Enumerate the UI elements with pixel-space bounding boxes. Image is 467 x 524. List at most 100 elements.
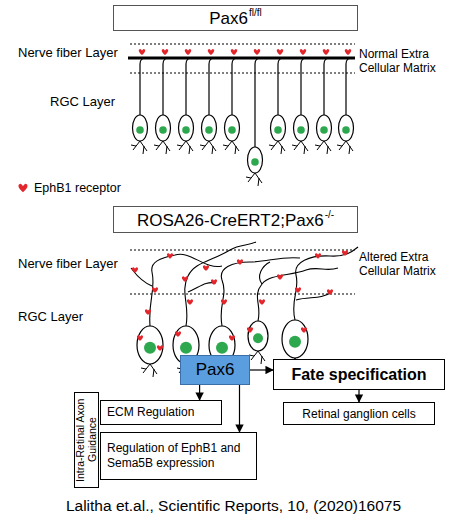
ephb1-receptor <box>139 49 145 55</box>
ephb1-receptor <box>345 49 351 55</box>
genotype-box: Pax6fl/fl <box>113 5 358 31</box>
ephb1-receptor <box>247 327 253 333</box>
dendrite <box>292 141 308 154</box>
rgc-nucleus <box>182 126 190 134</box>
rgc-axon <box>232 58 238 115</box>
ephb1-receptor <box>327 289 333 295</box>
dendrite <box>337 141 353 154</box>
node-text: Pax6 <box>196 360 235 380</box>
citation-caption: Lalitha et.al., Scientific Reports, 10, … <box>0 497 467 515</box>
layer-label: RGC Layer <box>18 309 108 325</box>
layer-boundary <box>130 293 355 294</box>
layer-label: Nerve fiber Layer <box>18 45 130 61</box>
ephb1-receptor <box>277 49 283 55</box>
layer-label: Altered Extra Cellular Matrix <box>359 250 465 279</box>
rgc-axon <box>294 247 358 320</box>
ephb1-receptor <box>295 287 301 293</box>
rgc-axon <box>255 58 261 147</box>
legend-swatch <box>18 184 27 192</box>
arrow-connector <box>199 385 200 400</box>
rgc-nucleus <box>297 126 305 134</box>
ephb1-receptor <box>315 253 321 259</box>
function-box: ECM Regulation <box>100 400 222 425</box>
ephb1-receptor <box>323 49 329 55</box>
genotype-box: ROSA26-CreERT2;Pax6-/- <box>113 206 358 233</box>
rgc-cell-body <box>271 115 286 141</box>
dendrite <box>315 141 331 154</box>
process-box: Fate specification <box>273 359 445 390</box>
rgc-cell-body <box>179 115 194 141</box>
layer-boundary <box>130 249 355 250</box>
node-text: Intra-Retinal Axon Guidance <box>74 393 98 487</box>
dendrite <box>200 141 216 154</box>
ephb1-receptor <box>277 274 283 280</box>
ephb1-receptor <box>157 345 163 351</box>
rgc-axon <box>324 58 330 115</box>
dendrite <box>269 141 285 154</box>
ephb1-receptor <box>132 267 138 273</box>
ephb1-receptor <box>300 49 306 55</box>
layer-label: Nerve fiber Layer <box>18 256 130 272</box>
rgc-cell-body <box>137 326 163 364</box>
rgc-nucleus <box>289 336 301 348</box>
rgc-nucleus <box>228 126 236 134</box>
rgc-axon <box>188 283 216 292</box>
rgc-nucleus <box>216 342 228 354</box>
ephb1-receptor <box>137 335 143 341</box>
legend-swatch-frame <box>16 182 30 194</box>
rgc-nucleus <box>342 126 350 134</box>
rgc-nucleus <box>159 126 167 134</box>
rgc-axon <box>278 58 284 115</box>
rgc-axon <box>346 58 352 115</box>
ephb1-receptor <box>167 253 173 259</box>
axon-bundle <box>128 56 355 59</box>
dendrite <box>249 351 265 364</box>
rgc-cell-body <box>282 320 308 358</box>
ephb1-receptor <box>211 279 217 285</box>
ephb1-receptor <box>301 327 307 333</box>
arrow-connector <box>358 390 359 402</box>
rgc-nucleus <box>136 126 144 134</box>
rgc-axon <box>186 58 192 115</box>
node-text: ECM Regulation <box>107 405 194 420</box>
rgc-cell-body <box>317 115 332 141</box>
legend-entry: EphB1 receptor <box>16 181 121 195</box>
rgc-nucleus <box>251 158 259 166</box>
rgc-axon <box>257 268 338 321</box>
node-text: Regulation of EphB1 and Sema5B expressio… <box>107 441 250 471</box>
ephb1-receptor <box>187 299 193 305</box>
rgc-axon <box>150 254 222 326</box>
rgc-nucleus <box>144 342 156 354</box>
ephb1-receptor <box>259 299 265 305</box>
ephb1-receptor <box>145 309 151 315</box>
dendrite <box>154 141 170 154</box>
function-box: Regulation of EphB1 and Sema5B expressio… <box>100 432 257 480</box>
rgc-axon <box>163 58 169 115</box>
rgc-axon <box>209 58 215 115</box>
rgc-cell-body <box>248 147 263 173</box>
rgc-cell-body <box>294 115 309 141</box>
rgc-cell-body <box>202 115 217 141</box>
rgc-axon <box>131 268 152 286</box>
rgc-axon <box>140 58 146 115</box>
rgc-nucleus <box>320 126 328 134</box>
arrow-connector <box>250 369 273 370</box>
rgc-nucleus <box>274 126 282 134</box>
ephb1-receptor <box>203 265 209 271</box>
node-text: Retinal ganglion cells <box>302 407 415 421</box>
rgc-cell-body <box>133 115 148 141</box>
rgc-axon <box>221 258 300 326</box>
ephb1-receptor <box>342 250 348 256</box>
ephb1-receptor <box>229 335 235 341</box>
gene-box: Pax6 <box>180 355 250 385</box>
rgc-nucleus <box>205 126 213 134</box>
cell-type-box: Retinal ganglion cells <box>283 402 435 425</box>
ephb1-receptor <box>175 331 181 337</box>
layer-label: Normal Extra Cellular Matrix <box>359 47 465 76</box>
ephb1-receptor <box>208 49 214 55</box>
rgc-cell-body <box>156 115 171 141</box>
rgc-axon <box>185 242 256 326</box>
node-text: Fate specification <box>291 366 426 384</box>
genotype-text: Pax6fl/fl <box>209 7 262 29</box>
